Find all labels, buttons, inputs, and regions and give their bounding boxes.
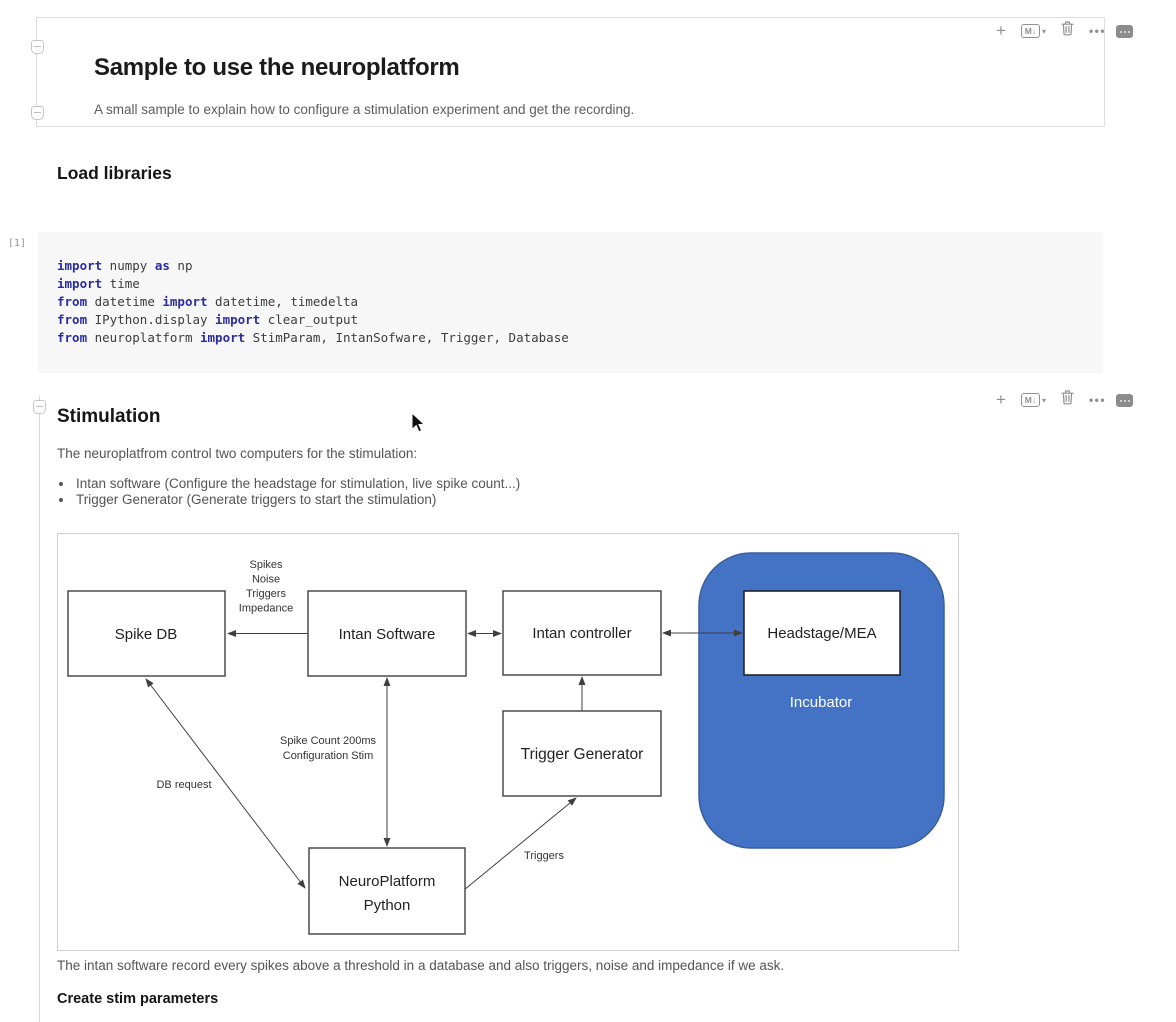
markdown-cell-title[interactable]: Sample to use the neuroplatform A small …: [36, 17, 1105, 127]
node-label: Headstage/MEA: [767, 625, 876, 642]
more-options-button[interactable]: •••: [1088, 24, 1107, 38]
add-cell-button[interactable]: +: [996, 390, 1006, 409]
stimulation-intro-text: The neuroplatfrom control two computers …: [57, 446, 418, 461]
cell-drag-handle-icon[interactable]: [33, 400, 46, 414]
cell-left-border: [39, 396, 40, 1022]
node-spike-db: [67, 590, 226, 677]
page-title: Sample to use the neuroplatform: [94, 54, 460, 81]
markdown-cell-icon: M↓: [1020, 24, 1040, 38]
cell-toolbar: + M↓ ▾ •••: [996, 390, 1107, 410]
node-label: Python: [364, 897, 411, 914]
section-heading-load-libraries: Load libraries: [57, 163, 172, 183]
node-label: Intan Software: [339, 626, 436, 643]
node-label: Intan controller: [532, 625, 631, 642]
arrow-spikedb-neuroplatform: [145, 678, 306, 889]
node-intan-controller: [502, 590, 662, 676]
chevron-down-icon: ▾: [1041, 395, 1046, 405]
edge-label: DB request: [156, 779, 211, 791]
comment-icon[interactable]: [1116, 25, 1133, 38]
section-heading-stimulation: Stimulation: [57, 406, 161, 427]
edge-label: Triggers: [246, 588, 286, 600]
edge-label: Triggers: [524, 850, 564, 862]
subheading-create-stim-parameters: Create stim parameters: [57, 991, 219, 1007]
node-label: NeuroPlatform: [339, 873, 436, 890]
edge-label: Impedance: [239, 603, 293, 615]
delete-cell-button[interactable]: [1061, 21, 1074, 41]
chevron-down-icon: ▾: [1041, 26, 1046, 36]
edge-label: Noise: [252, 574, 280, 586]
more-options-button[interactable]: •••: [1088, 393, 1107, 407]
page-subtitle: A small sample to explain how to configu…: [94, 102, 635, 117]
architecture-diagram: Incubator Spike DB Intan Software Intan …: [57, 533, 959, 951]
node-trigger-generator: [502, 710, 662, 797]
stimulation-bullet-list: Intan software (Configure the headstage …: [74, 476, 520, 507]
cell-type-dropdown[interactable]: M↓ ▾: [1020, 393, 1046, 407]
incubator-label: Incubator: [790, 694, 853, 711]
execution-count: [1]: [8, 238, 27, 249]
list-item: Trigger Generator (Generate triggers to …: [74, 492, 520, 508]
markdown-cell-icon: M↓: [1020, 393, 1040, 407]
mouse-cursor-icon: [411, 411, 427, 439]
trash-icon: [1061, 390, 1074, 405]
comment-icon[interactable]: [1116, 394, 1133, 407]
arrow-neuroplatform-to-triggergen: [463, 797, 577, 891]
node-label: Spike DB: [115, 626, 178, 643]
cell-type-dropdown[interactable]: M↓ ▾: [1020, 24, 1046, 38]
list-item: Intan software (Configure the headstage …: [74, 476, 520, 492]
node-label: Trigger Generator: [521, 746, 644, 763]
node-intan-software: [307, 590, 467, 677]
edge-label: Spikes: [249, 559, 283, 571]
add-cell-button[interactable]: +: [996, 21, 1006, 40]
edge-label: Configuration Stim: [283, 750, 374, 762]
edge-label: Spike Count 200ms: [280, 735, 376, 747]
delete-cell-button[interactable]: [1061, 390, 1074, 410]
trash-icon: [1061, 21, 1074, 36]
cell-drag-handle-icon[interactable]: [31, 106, 44, 120]
node-headstage-mea: [743, 590, 901, 676]
cell-drag-handle-icon[interactable]: [31, 40, 44, 54]
diagram-caption-text: The intan software record every spikes a…: [57, 958, 785, 973]
node-neuroplatform-python: [308, 847, 466, 935]
cell-toolbar: + M↓ ▾ •••: [996, 21, 1107, 41]
